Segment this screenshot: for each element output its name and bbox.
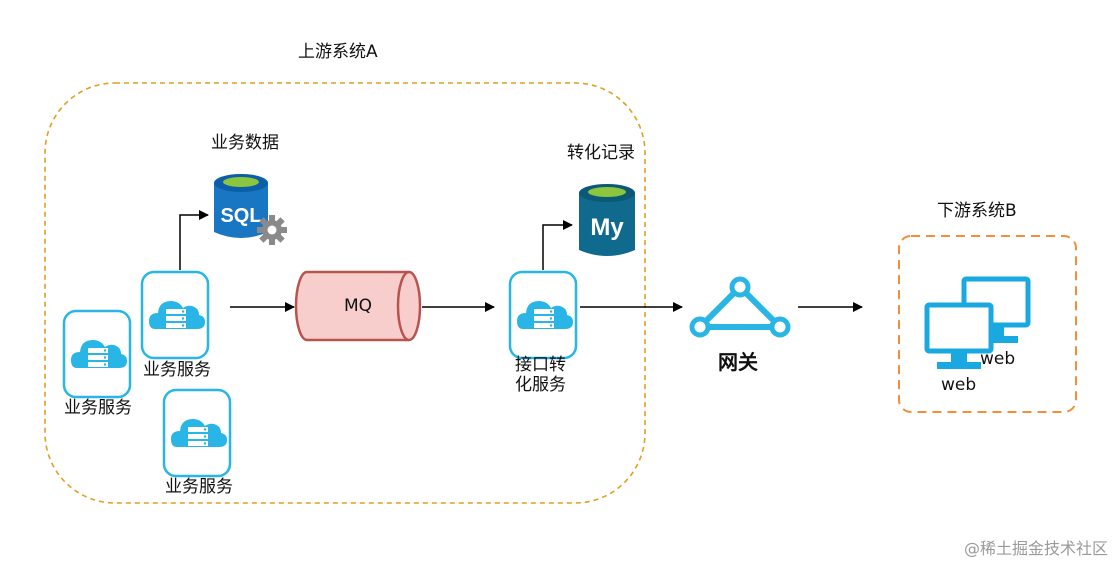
business-service-icon-2 bbox=[140, 270, 210, 360]
web-label-2: web bbox=[941, 375, 977, 395]
business-service-icon-3 bbox=[162, 388, 232, 478]
converter-label-line2: 化服务 bbox=[515, 375, 566, 395]
web-label-1: web bbox=[980, 349, 1016, 369]
downstream-system-boundary bbox=[898, 235, 1077, 413]
arrow-service-to-sql bbox=[179, 210, 209, 270]
mq-label: MQ bbox=[343, 296, 373, 316]
sql-database-icon: SQL bbox=[214, 174, 287, 245]
arrow-converter-to-mysql bbox=[542, 220, 573, 270]
mysql-database-icon: My bbox=[579, 184, 635, 256]
mq-queue-shape bbox=[294, 270, 422, 342]
business-data-label: 业务数据 bbox=[211, 133, 279, 153]
sql-badge-text: SQL bbox=[220, 205, 261, 227]
converter-label-line1: 接口转 bbox=[515, 355, 566, 375]
gateway-label: 网关 bbox=[718, 350, 758, 374]
watermark: @稀土掘金技术社区 bbox=[963, 539, 1108, 558]
mysql-badge-text: My bbox=[590, 214, 624, 241]
downstream-system-title: 下游系统B bbox=[937, 201, 1017, 221]
gateway-icon bbox=[689, 276, 791, 338]
upstream-system-boundary bbox=[44, 82, 646, 504]
gear-icon bbox=[257, 215, 287, 245]
conversion-record-label: 转化记录 bbox=[567, 143, 635, 163]
business-service-icon-1 bbox=[62, 309, 132, 399]
business-service-label-1: 业务服务 bbox=[64, 398, 132, 418]
upstream-system-title: 上游系统A bbox=[298, 42, 378, 62]
business-service-label-2: 业务服务 bbox=[143, 360, 211, 380]
business-service-label-3: 业务服务 bbox=[165, 477, 233, 497]
converter-service-icon bbox=[508, 270, 578, 360]
